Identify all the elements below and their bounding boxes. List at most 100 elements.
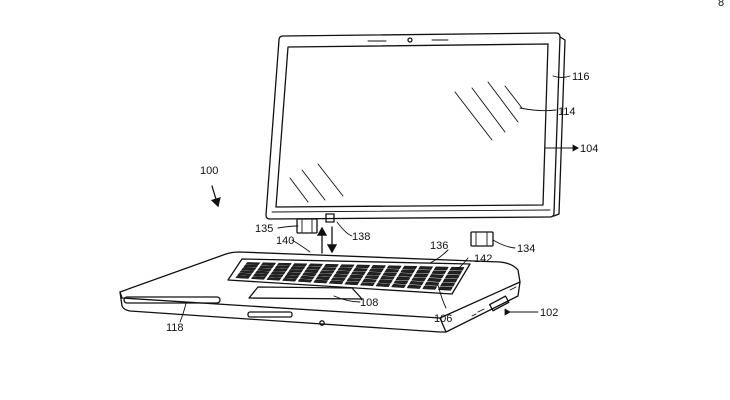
label-keyboard-edge: 136 bbox=[430, 240, 448, 252]
label-hinge-left: 135 bbox=[255, 223, 273, 235]
keyboard-key bbox=[402, 265, 418, 270]
keyboard-key bbox=[292, 263, 308, 267]
keyboard-key bbox=[290, 266, 306, 270]
label-key-left: 140 bbox=[276, 235, 294, 247]
motion-arrows bbox=[210, 185, 338, 254]
keyboard-key bbox=[437, 286, 453, 291]
leader-lines bbox=[179, 75, 579, 323]
keyboard-key bbox=[276, 262, 292, 266]
keyboard-key bbox=[303, 269, 319, 274]
corner-mark: 8 bbox=[718, 0, 724, 9]
keyboard-key bbox=[317, 273, 333, 277]
label-hinge-right: 134 bbox=[517, 243, 535, 255]
base bbox=[119, 251, 521, 333]
keyboard-key bbox=[368, 268, 384, 273]
keyboard-key bbox=[344, 281, 360, 286]
keyboard-key bbox=[315, 276, 331, 281]
latch-tab bbox=[325, 213, 335, 223]
keyboard-key bbox=[252, 273, 268, 277]
keyboard-key bbox=[362, 278, 378, 283]
label-front-slot: 118 bbox=[166, 322, 184, 334]
keyboard-key bbox=[417, 266, 434, 270]
keyboard-key bbox=[254, 270, 270, 274]
keyboard-key bbox=[257, 268, 272, 272]
keyboard-key bbox=[319, 270, 335, 274]
trackpad bbox=[248, 286, 363, 300]
keyboard-key bbox=[241, 267, 257, 271]
keyboard-key bbox=[306, 266, 322, 270]
keyboard-key bbox=[353, 268, 369, 272]
label-bezel: 116 bbox=[572, 71, 590, 83]
keyboard bbox=[235, 262, 465, 291]
keyboard-key bbox=[426, 277, 442, 282]
keyboard-key bbox=[301, 272, 317, 277]
front-slot bbox=[123, 296, 221, 304]
keyboard-key bbox=[335, 270, 351, 275]
keyboard-key bbox=[355, 264, 371, 269]
keyboard-key bbox=[433, 266, 449, 271]
keyboard-key bbox=[391, 283, 407, 288]
display-hinge-left bbox=[296, 218, 318, 234]
keyboard-key bbox=[266, 277, 282, 281]
keyboard-well bbox=[227, 258, 471, 295]
keyboard-key bbox=[444, 274, 460, 279]
display-housing bbox=[265, 32, 566, 220]
keyboard-key bbox=[366, 271, 382, 276]
keyboard-key bbox=[243, 264, 259, 268]
keyboard-key bbox=[272, 268, 288, 272]
keyboard-key bbox=[299, 275, 315, 280]
keyboard-key bbox=[288, 269, 304, 273]
keyboard-key bbox=[382, 272, 398, 277]
keyboard-key bbox=[333, 274, 349, 278]
keyboard-key bbox=[274, 265, 290, 269]
keyboard-key bbox=[261, 262, 277, 266]
keyboard-key bbox=[268, 274, 284, 278]
keyboard-key bbox=[286, 272, 302, 276]
keyboard-key bbox=[440, 282, 456, 287]
keyboard-key bbox=[429, 274, 445, 279]
label-display-housing: 104 bbox=[580, 143, 598, 155]
keyboard-key bbox=[359, 282, 375, 287]
label-latch-tab: 138 bbox=[352, 231, 370, 243]
keyboard-key bbox=[339, 264, 355, 268]
keyboard-key bbox=[282, 278, 298, 282]
label-device: 100 bbox=[200, 165, 218, 177]
keyboard-key bbox=[431, 270, 447, 275]
keyboard-key bbox=[424, 281, 440, 286]
keyboard-key bbox=[337, 267, 353, 271]
keyboard-key bbox=[364, 275, 380, 280]
keyboard-key bbox=[395, 276, 411, 281]
keyboard-key bbox=[250, 276, 266, 280]
keyboard-key bbox=[235, 275, 251, 279]
keyboard-key bbox=[308, 263, 324, 267]
keyboard-key bbox=[239, 270, 255, 274]
keyboard-key bbox=[237, 272, 253, 277]
keyboard-key bbox=[370, 265, 387, 269]
screen-panel bbox=[275, 43, 549, 208]
keyboard-key bbox=[330, 277, 346, 281]
keyboard-key bbox=[422, 285, 438, 290]
keyboard-key bbox=[346, 278, 362, 282]
keyboard-key bbox=[397, 273, 413, 277]
label-trackpad: 108 bbox=[360, 297, 378, 309]
label-screen: 114 bbox=[558, 106, 576, 118]
keyboard-key bbox=[408, 281, 425, 286]
side-port bbox=[488, 295, 510, 312]
keyboard-key bbox=[245, 262, 261, 265]
front-vent bbox=[247, 311, 293, 318]
keyboard-key bbox=[321, 267, 337, 271]
keyboard-key bbox=[384, 268, 400, 273]
keyboard-key bbox=[350, 271, 366, 275]
keyboard-key bbox=[415, 269, 431, 274]
keyboard-key bbox=[413, 273, 429, 278]
keyboard-key bbox=[379, 276, 396, 280]
keyboard-key bbox=[284, 275, 300, 279]
label-base: 102 bbox=[540, 307, 558, 319]
keyboard-key bbox=[447, 270, 463, 275]
keyboard-key bbox=[270, 271, 286, 275]
display-hinge-right bbox=[470, 231, 494, 247]
keyboard-key bbox=[259, 265, 275, 269]
keyboard-key bbox=[442, 278, 458, 283]
keyboard-key bbox=[400, 269, 416, 274]
